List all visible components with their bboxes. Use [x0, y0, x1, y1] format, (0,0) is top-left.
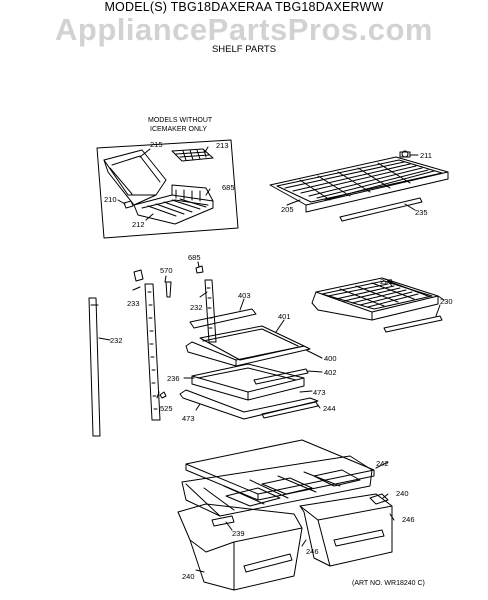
part-label-213: 213 — [216, 141, 229, 150]
part-label-239: 239 — [232, 529, 245, 538]
model-title: MODEL(S) TBG18DAXERAA TBG18DAXERWW — [104, 0, 384, 14]
part-label-233: 233 — [127, 299, 140, 308]
part-label-570: 570 — [160, 266, 173, 275]
part-label-205: 205 — [281, 205, 294, 214]
clip-210-drawing — [123, 200, 134, 209]
crisper-drawers-drawing — [177, 493, 395, 591]
ice-tray-drawing — [103, 149, 167, 206]
wire-shelf-drawing — [269, 150, 449, 222]
part-label-240-left: 240 — [182, 572, 195, 581]
part-label-211: 211 — [420, 151, 432, 160]
part-label-232-rail: 232 — [110, 336, 123, 345]
part-label-685: 685 — [188, 253, 201, 262]
part-label-210: 210 — [104, 195, 117, 204]
part-label-244: 244 — [323, 404, 336, 413]
part-label-525: 525 — [160, 404, 173, 413]
inset-caption-line1: MODELS WITHOUT — [148, 117, 213, 124]
part-label-215: 215 — [150, 140, 163, 149]
wire-shelf-228-drawing — [311, 277, 445, 333]
part-label-403: 403 — [238, 291, 251, 300]
part-label-228: 228 — [380, 277, 393, 286]
section-title: SHELF PARTS — [211, 44, 277, 55]
inset-caption-line2: ICEMAKER ONLY — [150, 126, 207, 133]
part-label-232-ladder: 232 — [190, 303, 203, 312]
site-watermark: AppliancePartsPros.com — [55, 12, 433, 47]
ice-rack-drawing — [171, 148, 214, 162]
part-label-400: 400 — [324, 354, 337, 363]
part-label-246-left: 246 — [306, 547, 319, 556]
part-label-473-left: 473 — [182, 414, 195, 423]
part-label-402: 402 — [324, 368, 337, 377]
part-label-246-right: 246 — [402, 515, 415, 524]
crisper-cover-drawing — [181, 439, 389, 517]
part-label-236: 236 — [167, 374, 180, 383]
part-label-235: 235 — [415, 208, 428, 217]
glass-shelf-drawing — [179, 298, 323, 420]
part-label-240-right: 240 — [396, 489, 409, 498]
shelf-ladders-drawing — [132, 261, 217, 421]
inset-box — [96, 139, 239, 239]
rail-232-drawing — [88, 297, 111, 437]
part-label-685-inset: 685 — [222, 183, 235, 192]
part-label-473-right: 473 — [313, 388, 326, 397]
art-number: (ART NO. WR18240 C) — [352, 580, 425, 587]
part-label-230: 230 — [440, 297, 453, 306]
part-label-242: 242 — [376, 459, 389, 468]
part-label-212: 212 — [132, 220, 145, 229]
wire-bin-drawing — [133, 184, 214, 225]
part-label-401: 401 — [278, 312, 291, 321]
